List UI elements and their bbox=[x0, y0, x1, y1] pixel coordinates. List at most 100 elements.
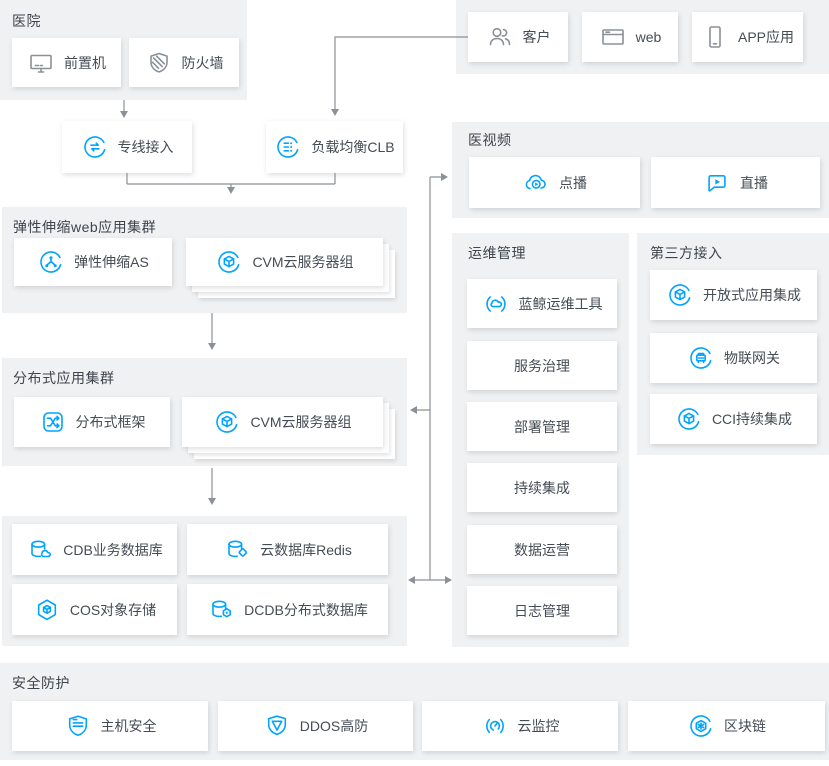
card-dcdb[interactable]: DCDB分布式数据库 bbox=[187, 584, 388, 635]
cvm-icon bbox=[215, 248, 243, 276]
card-cloud-monitor[interactable]: 云监控 bbox=[422, 701, 618, 751]
group-clients: 客户 web APP应用 bbox=[456, 0, 829, 74]
card-dist-framework-label: 分布式框架 bbox=[75, 414, 146, 430]
card-open-app-integration-label: 开放式应用集成 bbox=[703, 287, 801, 303]
card-cdb-label: CDB业务数据库 bbox=[63, 541, 163, 558]
card-iot-gateway[interactable]: 物联网关 bbox=[650, 333, 817, 383]
group-distributed-title: 分布式应用集群 bbox=[13, 370, 115, 386]
iot-gateway-icon bbox=[687, 344, 715, 372]
card-app[interactable]: APP应用 bbox=[692, 12, 803, 62]
card-blockchain-label: 区块链 bbox=[724, 718, 766, 734]
dedicated-line-icon bbox=[81, 133, 109, 161]
group-security-title: 安全防护 bbox=[12, 675, 70, 691]
cos-storage-icon bbox=[33, 596, 61, 624]
card-redis-label: 云数据库Redis bbox=[260, 541, 352, 558]
cloud-monitor-icon bbox=[481, 712, 509, 740]
host-security-shield-icon bbox=[64, 712, 92, 740]
card-customer-label: 客户 bbox=[522, 29, 551, 45]
card-cci-label: CCI持续集成 bbox=[711, 411, 793, 427]
group-video-title: 医视频 bbox=[468, 132, 512, 148]
cci-icon bbox=[675, 405, 703, 433]
dcdb-database-icon bbox=[207, 596, 235, 624]
distributed-framework-icon bbox=[39, 408, 67, 436]
card-web-label: web bbox=[635, 29, 662, 45]
card-front-machine-label: 前置机 bbox=[64, 54, 106, 71]
card-firewall[interactable]: 防火墙 bbox=[129, 38, 239, 87]
group-elastic-title: 弹性伸缩web应用集群 bbox=[13, 219, 157, 235]
card-cvm-group-dist-label: CVM云服务器组 bbox=[250, 414, 352, 430]
card-service-governance[interactable]: 服务治理 bbox=[467, 341, 617, 390]
card-log-mgmt-label: 日志管理 bbox=[514, 602, 570, 619]
card-log-mgmt[interactable]: 日志管理 bbox=[467, 586, 617, 635]
group-thirdparty-title: 第三方接入 bbox=[650, 245, 723, 261]
card-live-label: 直播 bbox=[740, 174, 768, 191]
card-cvm-group-web[interactable]: CVM云服务器组 bbox=[186, 238, 383, 286]
live-stream-icon bbox=[703, 169, 731, 197]
card-cos[interactable]: COS对象存储 bbox=[12, 584, 177, 635]
card-continuous-integration[interactable]: 持续集成 bbox=[467, 463, 617, 512]
card-cos-label: COS对象存储 bbox=[69, 601, 157, 618]
card-bluewhale-tools[interactable]: 蓝鲸运维工具 bbox=[467, 279, 617, 328]
card-data-operation-label: 数据运营 bbox=[514, 541, 570, 558]
load-balancer-icon bbox=[274, 133, 302, 161]
card-customer[interactable]: 客户 bbox=[468, 12, 568, 62]
card-deploy-mgmt-label: 部署管理 bbox=[514, 418, 570, 435]
card-blockchain[interactable]: 区块链 bbox=[628, 701, 825, 751]
card-ddos[interactable]: DDOS高防 bbox=[218, 701, 413, 751]
redis-database-icon bbox=[223, 536, 251, 564]
card-dedicated-line[interactable]: 专线接入 bbox=[62, 121, 192, 173]
group-database: CDB业务数据库 云数据库Redis COS对象存储 DCDB分布式数据库 bbox=[2, 516, 407, 646]
card-clb[interactable]: 负载均衡CLB bbox=[266, 121, 403, 173]
card-cvm-group-web-label: CVM云服务器组 bbox=[252, 254, 354, 270]
card-host-security[interactable]: 主机安全 bbox=[12, 701, 208, 751]
card-continuous-integration-label: 持续集成 bbox=[514, 479, 570, 496]
mobile-icon bbox=[701, 23, 729, 51]
card-cci[interactable]: CCI持续集成 bbox=[650, 394, 817, 444]
card-live[interactable]: 直播 bbox=[651, 157, 820, 208]
card-dist-framework[interactable]: 分布式框架 bbox=[14, 397, 170, 447]
card-dedicated-line-label: 专线接入 bbox=[117, 139, 174, 155]
card-service-governance-label: 服务治理 bbox=[514, 357, 570, 374]
card-firewall-label: 防火墙 bbox=[181, 54, 224, 71]
browser-icon bbox=[599, 23, 627, 51]
card-ddos-label: DDOS高防 bbox=[299, 718, 369, 734]
group-distributed-cluster: 分布式应用集群 分布式框架 CVM云服务器组 bbox=[2, 358, 407, 466]
card-cloud-monitor-label: 云监控 bbox=[517, 718, 560, 734]
users-icon bbox=[486, 23, 514, 51]
group-hospital: 医院 前置机 防火墙 bbox=[0, 0, 247, 100]
bluewhale-cloud-icon bbox=[482, 290, 510, 318]
card-autoscale-label: 弹性伸缩AS bbox=[74, 254, 149, 270]
card-vod[interactable]: 点播 bbox=[469, 157, 640, 208]
card-deploy-mgmt[interactable]: 部署管理 bbox=[467, 402, 617, 451]
open-app-icon bbox=[666, 281, 694, 309]
card-clb-label: 负载均衡CLB bbox=[311, 139, 395, 155]
blockchain-icon bbox=[687, 712, 715, 740]
group-ops-title: 运维管理 bbox=[468, 245, 526, 261]
cvm-icon bbox=[213, 408, 241, 436]
card-web[interactable]: web bbox=[582, 12, 678, 62]
group-hospital-title: 医院 bbox=[12, 13, 41, 29]
card-vod-label: 点播 bbox=[559, 174, 587, 191]
group-elastic-cluster: 弹性伸缩web应用集群 弹性伸缩AS CVM云服务器组 bbox=[2, 207, 407, 313]
card-cvm-group-dist[interactable]: CVM云服务器组 bbox=[182, 397, 383, 447]
card-redis[interactable]: 云数据库Redis bbox=[187, 524, 388, 575]
card-open-app-integration[interactable]: 开放式应用集成 bbox=[650, 270, 817, 320]
group-ops: 运维管理 蓝鲸运维工具 服务治理 部署管理 持续集成 数据运营 日志管理 bbox=[452, 233, 629, 647]
card-host-security-label: 主机安全 bbox=[100, 718, 157, 734]
group-security: 安全防护 主机安全 DDOS高防 云监控 区块链 bbox=[0, 663, 829, 760]
ddos-shield-icon bbox=[263, 712, 291, 740]
card-dcdb-label: DCDB分布式数据库 bbox=[244, 601, 368, 618]
group-thirdparty: 第三方接入 开放式应用集成 物联网关 CCI持续集成 bbox=[637, 233, 829, 455]
cdb-database-icon bbox=[26, 536, 54, 564]
card-data-operation[interactable]: 数据运营 bbox=[467, 525, 617, 574]
card-autoscale[interactable]: 弹性伸缩AS bbox=[14, 238, 172, 286]
card-bluewhale-tools-label: 蓝鲸运维工具 bbox=[518, 295, 603, 312]
card-cdb[interactable]: CDB业务数据库 bbox=[12, 524, 177, 575]
group-video: 医视频 点播 直播 bbox=[452, 122, 829, 218]
card-iot-gateway-label: 物联网关 bbox=[724, 350, 780, 366]
vod-cloud-play-icon bbox=[522, 169, 550, 197]
card-front-machine[interactable]: 前置机 bbox=[12, 38, 121, 87]
firewall-shield-icon bbox=[145, 49, 173, 77]
monitor-icon bbox=[27, 49, 55, 77]
